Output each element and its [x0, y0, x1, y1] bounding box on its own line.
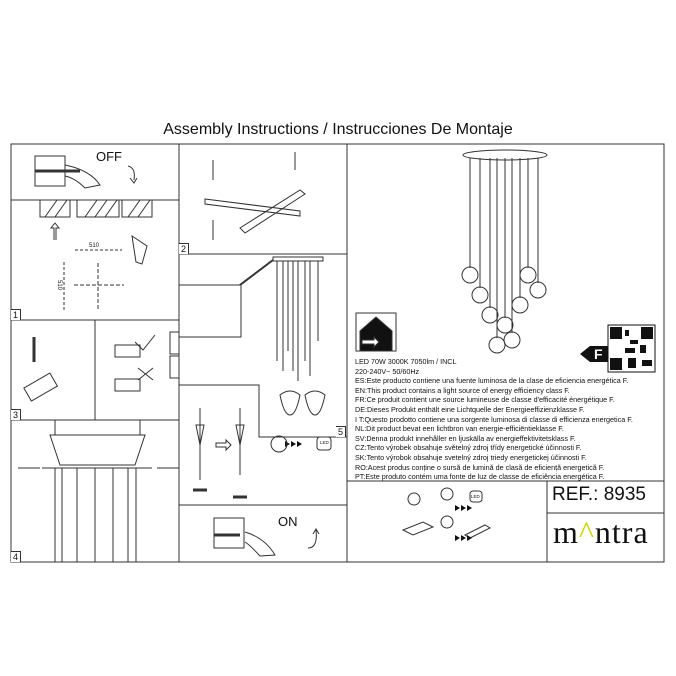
step-number-4: 4 [11, 551, 22, 562]
step-number-1: 1 [11, 309, 22, 320]
energy-statement: ES:Este producto contiene una fuente lum… [355, 376, 629, 386]
page-title: Assembly Instructions / Instrucciones De… [163, 121, 513, 138]
energy-statement: PT:Este produto contém uma fonte de luz … [355, 472, 605, 482]
wiring-illustration [23, 331, 180, 402]
energy-label-text: LED 70W 3000K 7050lm / INCL 220-240V~ 50… [355, 357, 633, 482]
chandelier-product-image [461, 149, 548, 354]
step-number-2: 2 [179, 243, 190, 254]
step-number-5: 5 [336, 426, 347, 437]
led-label-bottom: LED [471, 494, 480, 499]
ceiling-hatch [39, 199, 153, 310]
led-label: LED [320, 440, 329, 445]
energy-statement: NL:Dit product bevat een lichtbron van e… [355, 424, 564, 434]
energy-statement: DE:Dieses Produkt enthält eine Lichtquel… [355, 404, 585, 414]
energy-statement: RO:Acest produs conține o sursă de lumin… [355, 462, 605, 472]
energy-statement: SV:Denna produkt innehåller en ljuskälla… [355, 433, 576, 443]
canopy-installation [18, 420, 179, 562]
product-reference: REF.: 8935 [552, 484, 646, 505]
indoor-use-icon [355, 312, 397, 352]
on-label: ON [278, 514, 298, 529]
breaker-off-illustration [34, 155, 138, 189]
dimension-horizontal: 510 [89, 243, 100, 249]
energy-statement: EN:This product contains a light source … [355, 385, 570, 395]
mantra-logo: m^ntra [553, 514, 649, 550]
energy-statement: SK:Tento výrobok obsahuje svetelný zdroj… [355, 452, 587, 462]
dimension-vertical: 510 [56, 279, 63, 291]
breaker-on-illustration [213, 517, 320, 557]
mounting-bracket [204, 152, 306, 240]
pendant-adjustment [193, 408, 247, 499]
energy-statement: FR:Ce produit contient une source lumine… [355, 395, 615, 405]
spec-voltage: 220-240V~ 50/60Hz [355, 366, 420, 376]
energy-statement: CZ:Tento výrobek obsahuje světelný zdroj… [355, 443, 582, 453]
spec-power: LED 70W 3000K 7050lm / INCL [355, 357, 457, 366]
energy-statement: I T:Questo prodotto contiene una sorgent… [355, 414, 633, 424]
step-number-3: 3 [11, 409, 22, 420]
energy-class-badge: F [594, 346, 603, 362]
pendant-cables [178, 256, 326, 416]
off-label: OFF [96, 149, 122, 164]
